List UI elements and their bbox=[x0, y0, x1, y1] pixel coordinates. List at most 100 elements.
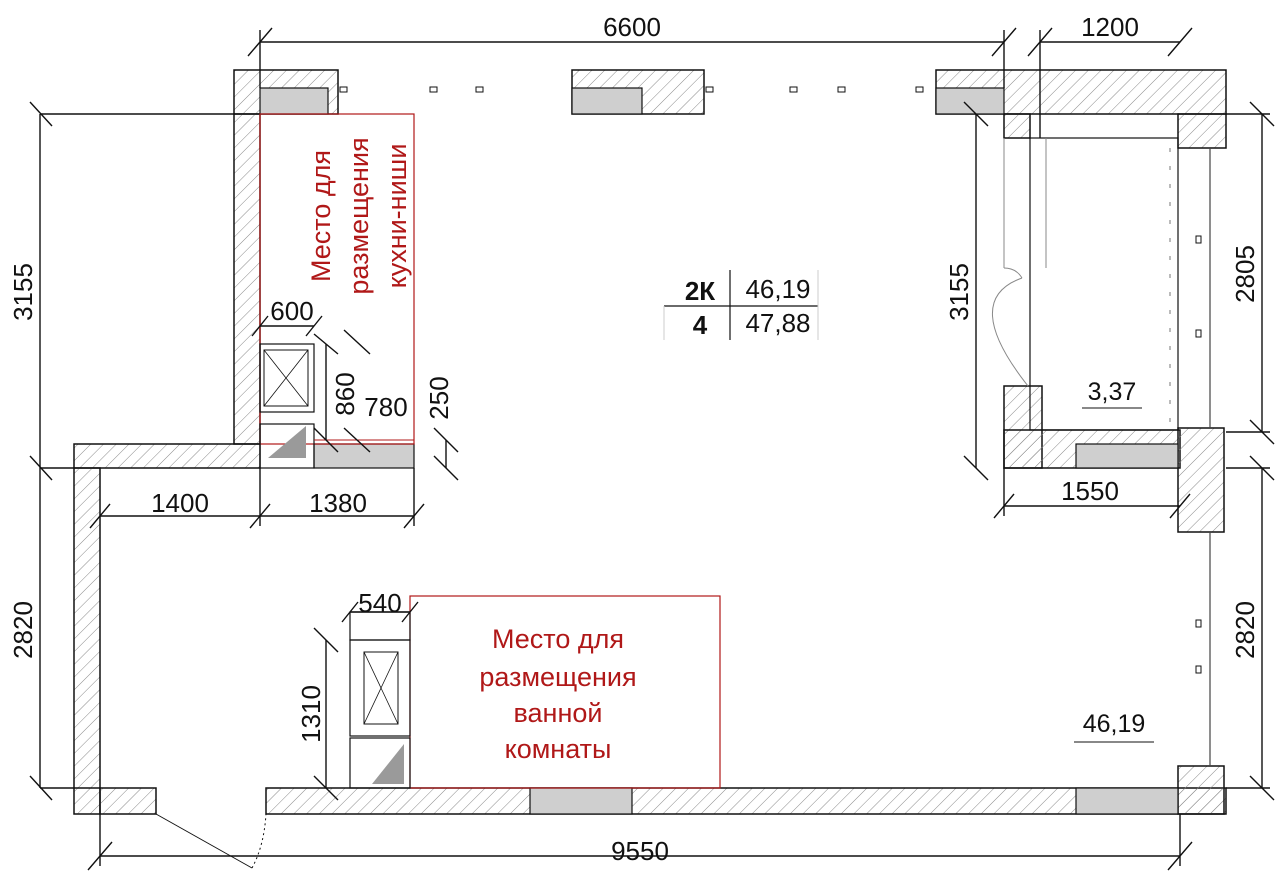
dim-tick bbox=[313, 427, 339, 453]
dim-tick bbox=[1249, 419, 1275, 445]
kitchen-niche-outline bbox=[259, 113, 415, 445]
windows bbox=[259, 87, 1179, 815]
bathroom-zone bbox=[349, 595, 721, 789]
apartment-area-living: 46,19 bbox=[745, 274, 810, 304]
dim-left-lower-height: 2820 bbox=[8, 601, 38, 659]
facade-mark bbox=[915, 86, 924, 93]
wall-notch bbox=[73, 443, 261, 469]
dim-bottom-width: 9550 bbox=[611, 836, 669, 866]
sink-unit bbox=[349, 737, 411, 789]
dim-tick bbox=[1249, 101, 1275, 127]
facade-mark bbox=[1195, 329, 1202, 338]
window-top-left bbox=[259, 87, 329, 115]
main-room-area: 46,19 bbox=[1083, 710, 1146, 738]
apartment-floor: 4 bbox=[693, 310, 708, 340]
walls bbox=[73, 69, 1227, 815]
dim-right-lower-height: 2820 bbox=[1230, 601, 1260, 659]
entrance-door bbox=[155, 813, 267, 869]
dim-tick bbox=[963, 455, 989, 481]
window-bottom-middle bbox=[529, 787, 633, 815]
dimension-lines bbox=[29, 27, 1275, 871]
window-balcony-bottom bbox=[1075, 443, 1179, 469]
facade-mark bbox=[837, 86, 846, 93]
dim-balcony-inner-height: 3155 bbox=[944, 263, 974, 321]
wall-right-pillar-bottom bbox=[1177, 765, 1225, 815]
wall-bottom-main bbox=[265, 787, 1227, 815]
vent-cross bbox=[363, 651, 399, 725]
door-swing-arc bbox=[251, 813, 267, 869]
facade-marks bbox=[339, 86, 1202, 674]
bathroom-label: Место для размещения ванной комнаты bbox=[479, 624, 636, 764]
balcony-door-arc bbox=[1003, 267, 1023, 279]
apartment-type: 2К bbox=[685, 276, 715, 306]
dim-tick bbox=[433, 455, 459, 481]
dim-counter-width: 780 bbox=[364, 392, 407, 422]
dim-bath-length: 1310 bbox=[296, 685, 326, 743]
dim-tick bbox=[313, 333, 339, 355]
facade-mark bbox=[475, 86, 484, 93]
vent-shaft bbox=[349, 639, 411, 737]
dim-tick bbox=[1249, 775, 1275, 801]
dim-balcony-width: 1200 bbox=[1081, 12, 1139, 42]
facade-mark bbox=[339, 86, 348, 93]
dim-tick bbox=[313, 775, 339, 801]
balcony-area: 3,37 bbox=[1088, 378, 1137, 406]
dim-tick bbox=[963, 101, 989, 127]
dim-fridge-depth: 860 bbox=[330, 372, 360, 415]
dim-tick bbox=[29, 101, 53, 127]
wall-right-pillar-mid bbox=[1177, 427, 1225, 533]
room-area-labels: 3,37 46,19 bbox=[1074, 378, 1154, 743]
facade-mark bbox=[1195, 619, 1202, 628]
counter-wedge bbox=[268, 426, 306, 458]
kitchen-label-line-1: Место для bbox=[306, 150, 336, 282]
dim-tick bbox=[1249, 455, 1275, 481]
facade-mark bbox=[1195, 665, 1202, 674]
apartment-area-total: 47,88 bbox=[745, 308, 810, 338]
facade-mark bbox=[705, 86, 714, 93]
balcony bbox=[991, 137, 1211, 766]
kitchen-niche-label: Место для размещения кухни-ниши bbox=[306, 137, 412, 294]
balcony-door-swing bbox=[991, 277, 1029, 387]
dim-top-width: 6600 bbox=[603, 12, 661, 42]
kitchen-label-line-2: размещения bbox=[344, 137, 374, 294]
dim-left-upper-height: 3155 bbox=[8, 263, 38, 321]
dim-tick bbox=[305, 315, 323, 337]
bathroom-label-line-4: комнаты bbox=[505, 734, 612, 764]
fridge-cross bbox=[263, 349, 309, 407]
kitchen-label-line-3: кухни-ниши bbox=[382, 144, 412, 289]
dim-tick bbox=[89, 503, 111, 529]
facade-mark bbox=[429, 86, 438, 93]
vent-shaft-inner bbox=[363, 651, 399, 725]
bathroom-label-line-3: ванной bbox=[514, 698, 603, 728]
dim-tick bbox=[343, 427, 371, 453]
window-kitchen-sill bbox=[313, 443, 415, 469]
wall-left-upper bbox=[233, 113, 261, 445]
fridge-outline bbox=[259, 343, 315, 413]
door-leaf bbox=[155, 813, 253, 869]
sink-wedge bbox=[372, 744, 404, 784]
balcony-outline bbox=[1029, 137, 1179, 431]
facade-mark bbox=[789, 86, 798, 93]
dim-tick bbox=[1167, 27, 1193, 57]
wall-balcony-top bbox=[1003, 113, 1031, 139]
dim-right-upper-height: 2805 bbox=[1230, 245, 1260, 303]
dim-balcony-bottom-width: 1550 bbox=[1061, 476, 1119, 506]
dim-tick bbox=[251, 315, 269, 337]
dim-fridge-width: 600 bbox=[270, 296, 313, 326]
dim-tick bbox=[29, 775, 53, 801]
window-top-right bbox=[935, 87, 1005, 115]
counter-unit bbox=[259, 423, 315, 469]
dim-notch-width: 1400 bbox=[151, 488, 209, 518]
kitchen-zone bbox=[259, 113, 415, 469]
dim-vent-width: 540 bbox=[358, 588, 401, 618]
dim-tick bbox=[401, 601, 419, 623]
facade-mark bbox=[1195, 235, 1202, 244]
dim-tick bbox=[343, 329, 371, 355]
bathroom-label-line-1: Место для bbox=[492, 624, 624, 654]
dim-counter-offset: 250 bbox=[424, 376, 454, 419]
wall-bottom-left bbox=[99, 787, 157, 815]
wall-left-lower bbox=[73, 467, 101, 815]
dim-tick bbox=[1169, 493, 1191, 519]
dimension-labels: 6600 1200 9550 1400 1380 1550 600 780 54… bbox=[8, 12, 1260, 866]
window-bottom-right bbox=[1075, 787, 1179, 815]
